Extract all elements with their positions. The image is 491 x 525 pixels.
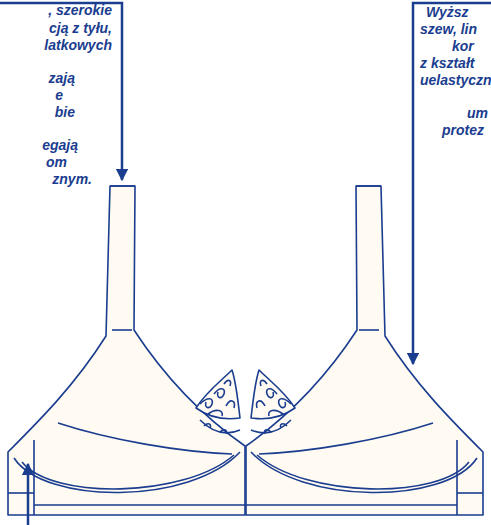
annotation-text: szew, lin — [420, 21, 477, 37]
left-half — [8, 186, 245, 515]
annotation-text: bie — [55, 104, 75, 120]
annotation-text: om — [46, 154, 67, 170]
annotation-text: uelastyczn — [420, 72, 491, 88]
annotation-text: Wyższ — [426, 4, 469, 20]
annotation-text: zają — [49, 70, 75, 86]
annotation-text: um — [467, 105, 488, 121]
annotation-text: , szerokie — [48, 2, 112, 18]
leader-line — [0, 3, 122, 180]
annotation-text: egają — [42, 137, 78, 153]
annotation-text: latkowych — [44, 37, 112, 53]
right-half — [246, 186, 483, 515]
annotation-text: e — [55, 87, 63, 103]
annotation-text: protez — [442, 122, 484, 138]
leader-line — [27, 464, 30, 525]
annotation-text: znym. — [52, 171, 92, 187]
annotation-text: cją z tyłu, — [49, 20, 112, 36]
annotation-text: kor — [452, 38, 474, 54]
leader-line — [413, 3, 491, 364]
annotation-text: z kształt — [420, 55, 474, 71]
